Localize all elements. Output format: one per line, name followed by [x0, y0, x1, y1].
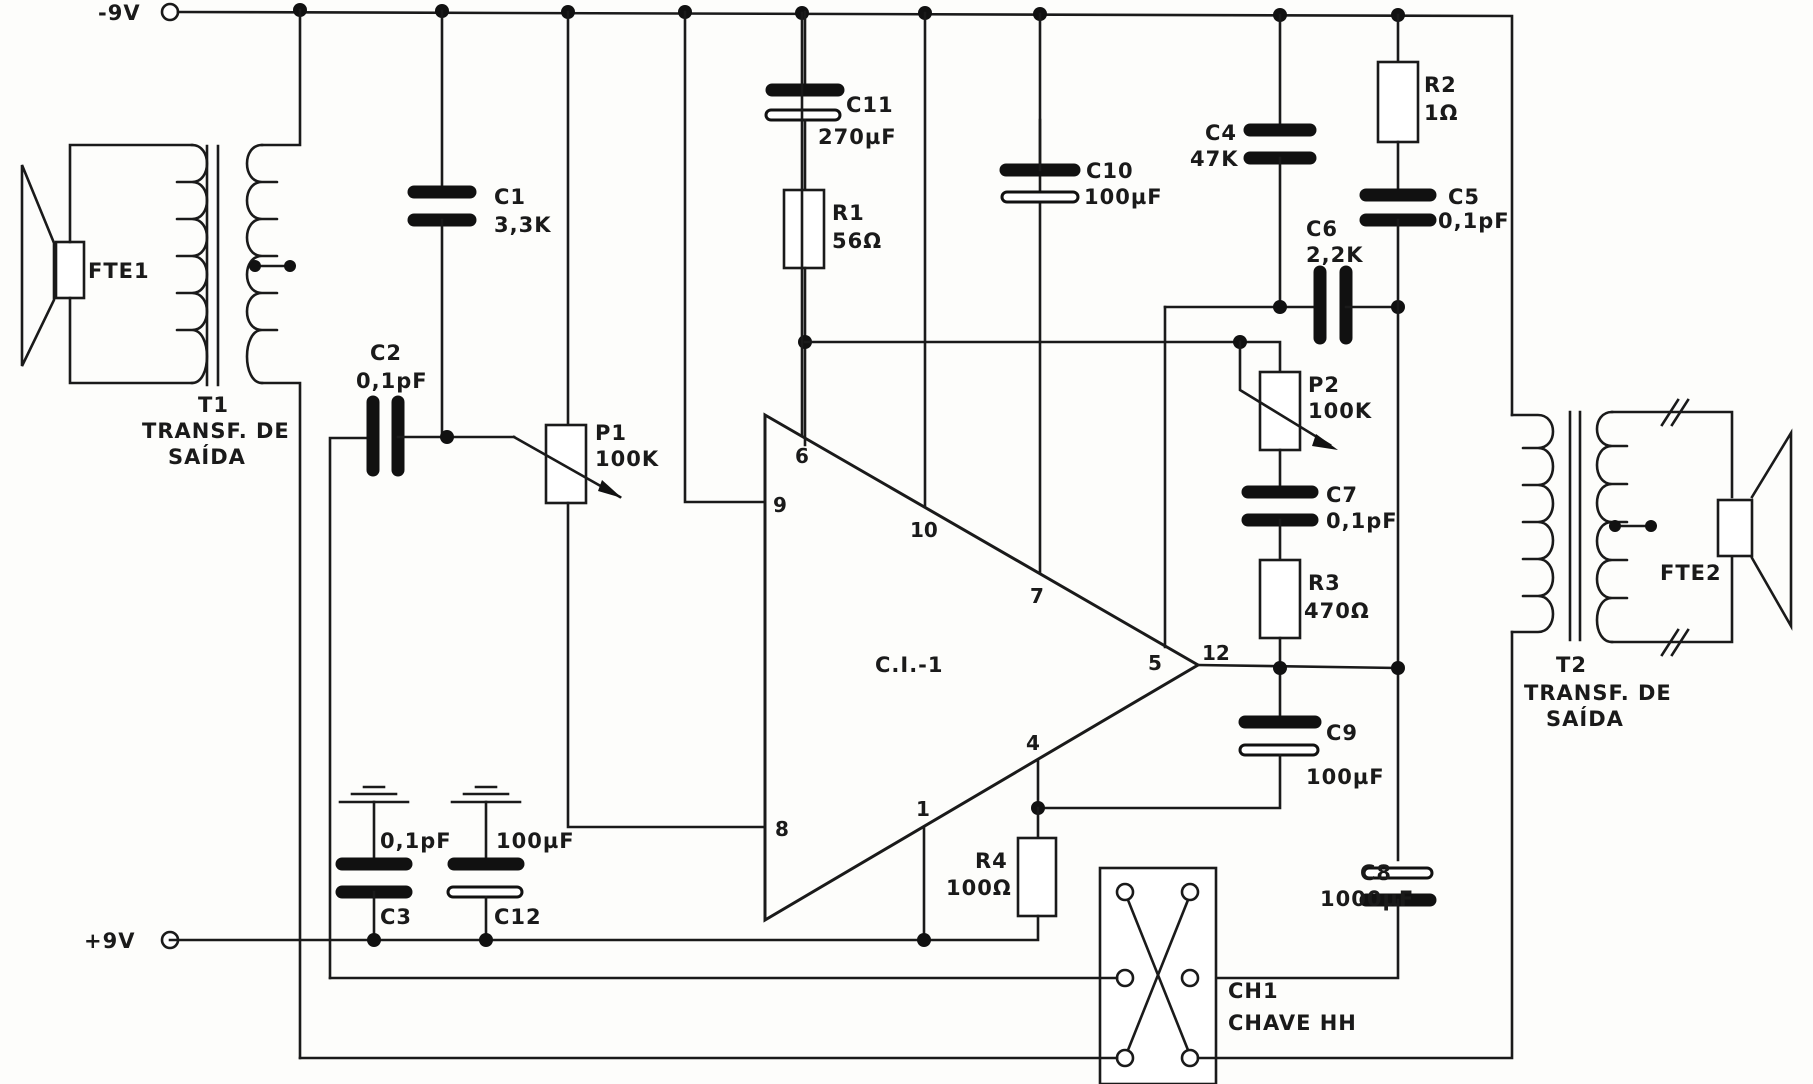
pin12-wire [1196, 663, 1400, 670]
c7-ref: C7 [1326, 483, 1358, 507]
c1-value: 3,3K [494, 213, 551, 237]
capacitor-c4: C4 47K [1190, 13, 1317, 309]
negative-supply-label: -9V [98, 1, 141, 25]
capacitor-c8: C8 1000µF [1188, 861, 1437, 980]
c4-value: 47K [1190, 147, 1239, 171]
ic-label: C.I.-1 [875, 653, 944, 677]
c3-ref: C3 [380, 905, 412, 929]
pin-5-label: 5 [1148, 651, 1162, 675]
c8-value: 1000µF [1320, 887, 1414, 911]
speaker-fte2-label: FTE2 [1660, 561, 1722, 585]
speaker-fte1-label: FTE1 [88, 259, 150, 283]
p2-value: 100K [1308, 399, 1372, 423]
c2-ref: C2 [370, 341, 402, 365]
c12-value: 100µF [496, 829, 575, 853]
pin-1-label: 1 [916, 797, 930, 821]
c5-value: 0,1pF [1438, 209, 1510, 233]
capacitor-c12: 100µF C12 [446, 785, 575, 947]
c3-value: 0,1pF [380, 829, 452, 853]
r2-ref: R2 [1424, 73, 1457, 97]
r1-ref: R1 [832, 201, 865, 225]
c6-ref: C6 [1306, 217, 1338, 241]
c9-ref: C9 [1326, 721, 1358, 745]
speaker-fte2: FTE2 [1660, 428, 1793, 631]
resistor-r3: R3 470Ω [1258, 558, 1370, 724]
r4-ref: R4 [975, 849, 1008, 873]
potentiometer-p2: P2 100K [1238, 340, 1372, 494]
p1-ref: P1 [595, 421, 627, 445]
pin-9-label: 9 [773, 493, 787, 517]
c8-ref: C8 [1360, 861, 1392, 885]
p1-value: 100K [595, 447, 659, 471]
transformer-t1: T1 TRANSF. DE SAÍDA [142, 8, 302, 1060]
t2-ref: T2 [1556, 653, 1587, 677]
c11-value: 270µF [818, 125, 897, 149]
c6-value: 2,2K [1306, 243, 1363, 267]
capacitor-c9: C9 100µF [1031, 715, 1385, 815]
feedback-wire [803, 340, 1282, 374]
t2-line2: SAÍDA [1546, 706, 1624, 731]
c5-ref: C5 [1448, 185, 1480, 209]
positive-supply-label: +9V [84, 929, 135, 953]
capacitor-c10: C10 100µF [999, 12, 1163, 209]
c2-value: 0,1pF [356, 369, 428, 393]
p2-ref: P2 [1308, 373, 1340, 397]
c12-ref: C12 [494, 905, 542, 929]
t1-line2: SAÍDA [168, 444, 246, 469]
r1-value: 56Ω [832, 229, 882, 253]
pin-7-label: 7 [1030, 584, 1044, 608]
c11-ref: C11 [846, 93, 894, 117]
terminal-circle [160, 2, 180, 22]
capacitor-c11: C11 270µF [764, 10, 897, 192]
r3-value: 470Ω [1304, 599, 1370, 623]
switch-ref: CH1 [1228, 979, 1279, 1003]
c1-ref: C1 [494, 185, 526, 209]
pin9-wire [683, 10, 767, 504]
switch-name: CHAVE HH [1228, 1011, 1357, 1035]
pin-6-label: 6 [795, 444, 809, 468]
capacitor-c3: 0,1pF C3 [335, 785, 452, 947]
ic-ci1: C.I.-1 6 9 10 7 5 12 4 1 8 [683, 10, 1400, 942]
transformer-t2: T2 TRANSF. DE SAÍDA [1510, 398, 1734, 731]
pin-4-label: 4 [1026, 731, 1040, 755]
negative-supply-terminal: -9V [98, 1, 180, 25]
r2-value: 1Ω [1424, 101, 1458, 125]
capacitor-c6: C6 2,2K [1163, 217, 1405, 345]
positive-supply-terminal: +9V [84, 929, 180, 953]
capacitor-c7: C7 0,1pF [1241, 483, 1398, 562]
t1-line1: TRANSF. DE [142, 419, 290, 443]
c7-value: 0,1pF [1326, 509, 1398, 533]
pin-8-label: 8 [775, 817, 789, 841]
capacitor-c1: C1 3,3K [407, 9, 551, 439]
pin-10-label: 10 [910, 518, 938, 542]
r3-ref: R3 [1308, 571, 1341, 595]
capacitor-c2: C2 0,1pF [328, 341, 516, 980]
t2-line1: TRANSF. DE [1524, 681, 1672, 705]
r4-value: 100Ω [946, 876, 1012, 900]
resistor-r1: R1 56Ω [782, 188, 882, 447]
capacitor-c5: C5 0,1pF [1359, 185, 1510, 862]
potentiometer-p1: P1 100K [512, 10, 767, 829]
resistor-r2: R2 1Ω [1376, 13, 1458, 197]
c10-ref: C10 [1086, 159, 1134, 183]
c10-value: 100µF [1084, 185, 1163, 209]
c4-ref: C4 [1205, 121, 1237, 145]
pin-12-label: 12 [1202, 641, 1230, 665]
switch-ch1: CH1 CHAVE HH [298, 630, 1514, 1084]
speaker-fte1: FTE1 [20, 143, 194, 385]
c9-value: 100µF [1306, 765, 1385, 789]
resistor-r4: R4 100Ω [168, 806, 1058, 947]
t1-ref: T1 [198, 393, 229, 417]
